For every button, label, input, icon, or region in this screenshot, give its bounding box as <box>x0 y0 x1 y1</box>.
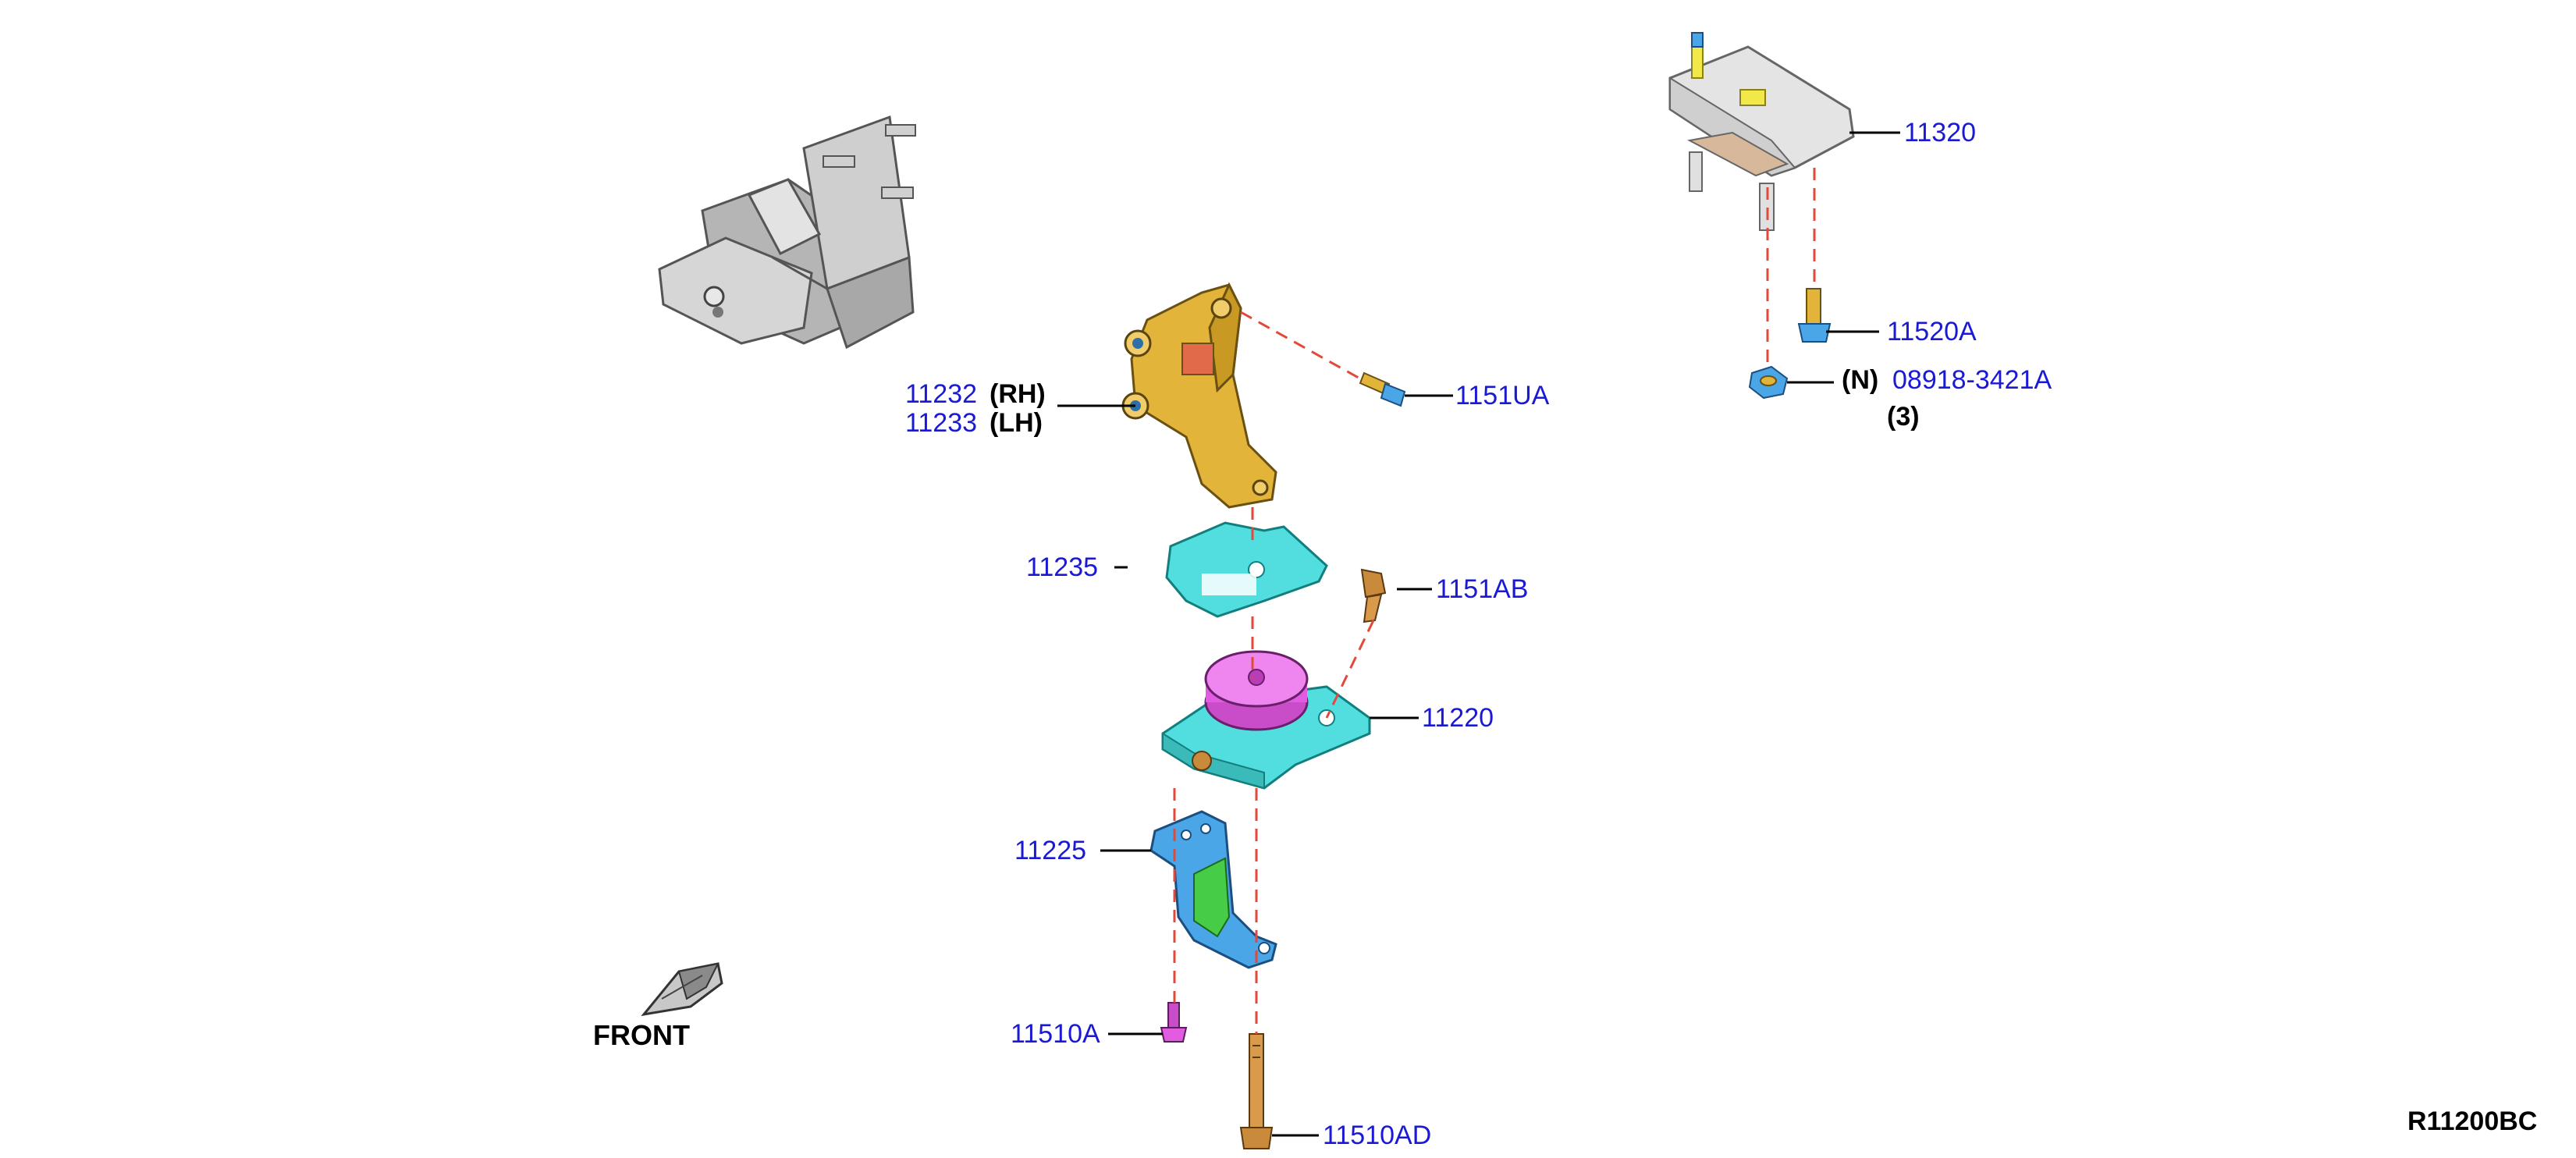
bolt-11510a <box>1160 1002 1188 1043</box>
part-number-08918-3421a[interactable]: 08918-3421A <box>1892 365 2052 395</box>
nut-08918-3421a <box>1748 365 1789 400</box>
lh-side-label: (LH) <box>990 408 1043 438</box>
diagram-reference-code: R11200BC <box>2407 1106 2538 1136</box>
bolt-11520a <box>1797 288 1832 343</box>
front-direction-label: FRONT <box>593 1019 690 1051</box>
part-number-11520a[interactable]: 11520A <box>1887 317 1977 346</box>
front-direction-arrow-icon <box>641 962 723 1017</box>
part-number-1151ua[interactable]: 1151UA <box>1455 381 1550 410</box>
engine-mount-11220 <box>1161 650 1371 790</box>
rh-side-label: (RH) <box>990 379 1046 409</box>
engine-mount-11320 <box>1668 32 1855 231</box>
leader-lines <box>1057 131 1900 1137</box>
assembly-guide-lines <box>1173 168 1816 1034</box>
part-number-1151ab[interactable]: 1151AB <box>1436 574 1529 604</box>
mount-bracket-11225 <box>1149 810 1277 969</box>
part-number-11510ad[interactable]: 11510AD <box>1323 1121 1432 1150</box>
part-number-11510a[interactable]: 11510A <box>1011 1019 1100 1049</box>
part-number-11235[interactable]: 11235 <box>1026 552 1099 582</box>
engine-mount-bracket-rh-lh <box>1121 282 1277 509</box>
bolt-11510ad <box>1239 1033 1274 1149</box>
quantity-label: (3) <box>1887 402 1920 432</box>
part-number-11320[interactable]: 11320 <box>1904 118 1977 147</box>
bolt-1151ab <box>1360 568 1387 623</box>
non-reusable-marker: (N) <box>1842 365 1879 395</box>
part-number-11232[interactable]: 11232 <box>905 379 978 409</box>
part-number-11220[interactable]: 11220 <box>1422 703 1494 733</box>
insulator-plate-11235 <box>1165 521 1328 618</box>
reference-engine-assembly <box>658 115 916 350</box>
part-number-11225[interactable]: 11225 <box>1014 836 1087 865</box>
part-number-11233[interactable]: 11233 <box>905 408 978 438</box>
bolt-1151ua <box>1359 371 1406 407</box>
